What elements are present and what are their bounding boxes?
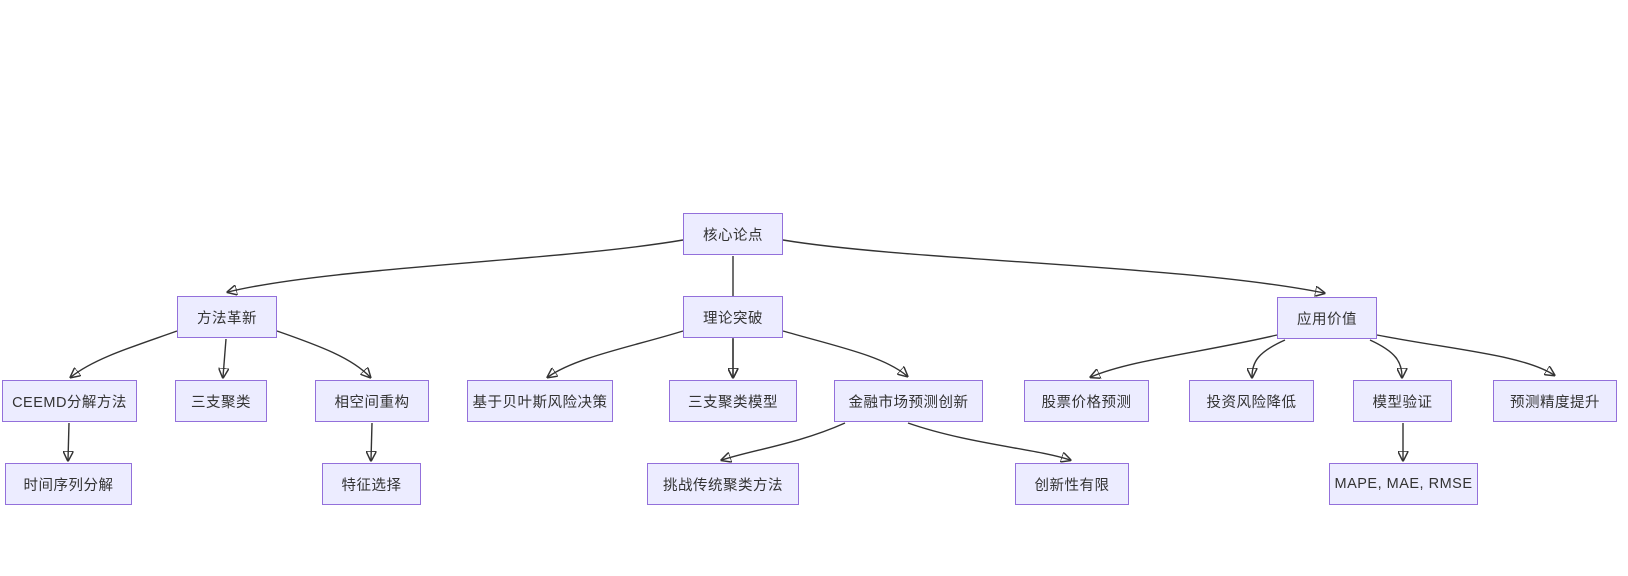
- node-challenge-traditional-clustering: 挑战传统聚类方法: [647, 463, 799, 505]
- edge-theory-fin-market: [782, 330, 907, 376]
- edge-methods-phase-space: [276, 330, 370, 377]
- node-investment-risk-reduction: 投资风险降低: [1189, 380, 1314, 422]
- node-core-argument: 核心论点: [683, 213, 783, 255]
- edge-ceemd-ts-decomp: [68, 422, 69, 460]
- edge-methods-three-way: [223, 338, 226, 377]
- node-stock-price-prediction: 股票价格预测: [1024, 380, 1149, 422]
- edge-root-methods: [228, 239, 684, 292]
- edge-application-model: [1369, 339, 1402, 377]
- node-phase-space-reconstruction: 相空间重构: [315, 380, 429, 422]
- node-application-value: 应用价值: [1277, 297, 1377, 339]
- edge-theory-bayes: [548, 330, 684, 377]
- node-mape-mae-rmse-metrics: MAPE, MAE, RMSE: [1329, 463, 1478, 505]
- node-three-way-clustering: 三支聚类: [175, 380, 267, 422]
- edge-fin-limited: [907, 422, 1070, 460]
- node-limited-novelty: 创新性有限: [1015, 463, 1129, 505]
- node-prediction-accuracy-improvement: 预测精度提升: [1493, 380, 1617, 422]
- node-bayesian-risk-decision: 基于贝叶斯风险决策: [467, 380, 613, 422]
- edge-phase-feat-select: [371, 422, 372, 460]
- node-ceemd-decomposition: CEEMD分解方法: [2, 380, 137, 422]
- node-feature-selection: 特征选择: [322, 463, 421, 505]
- edge-methods-ceemd: [71, 330, 178, 377]
- node-theory-breakthrough: 理论突破: [683, 296, 783, 338]
- edge-application-stock: [1091, 334, 1278, 377]
- edge-application-invest: [1252, 339, 1286, 377]
- node-model-validation: 模型验证: [1353, 380, 1452, 422]
- node-three-way-clustering-model: 三支聚类模型: [669, 380, 797, 422]
- node-financial-market-forecast-innovation: 金融市场预测创新: [834, 380, 983, 422]
- edge-application-precision: [1376, 334, 1554, 375]
- edge-fin-challenge: [722, 422, 846, 460]
- node-time-series-decomposition: 时间序列分解: [5, 463, 132, 505]
- edge-root-application: [782, 239, 1324, 293]
- node-method-innovation: 方法革新: [177, 296, 277, 338]
